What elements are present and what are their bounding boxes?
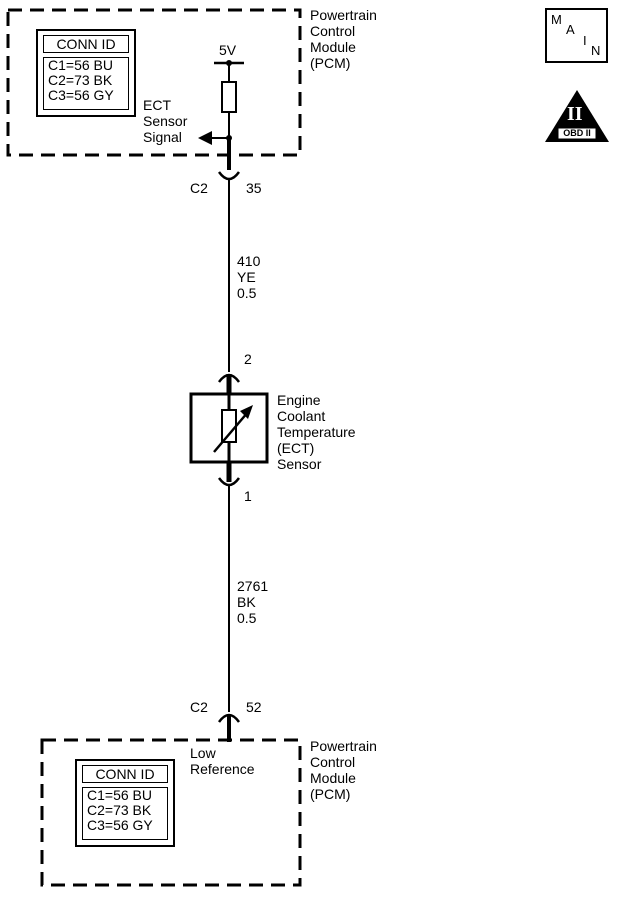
pcm-bottom-title-line1: Powertrain (310, 738, 377, 754)
low-reference-line1: Low (190, 745, 216, 761)
connector-bottom-name: C2 (190, 699, 208, 715)
wire-top-circuit: 410 (237, 253, 261, 269)
main-badge-frame (545, 8, 608, 63)
pcm-top-conn-c2: C2=73 BK (48, 72, 113, 88)
wire-bottom-size: 0.5 (237, 610, 257, 626)
pcm-bottom-conn-c1: C1=56 BU (87, 787, 152, 803)
pcm-top-title-line4: (PCM) (310, 55, 351, 71)
low-reference-line2: Reference (190, 761, 255, 777)
sensor-label-line5: Sensor (277, 456, 322, 472)
sensor-label-line3: Temperature (277, 424, 356, 440)
pull-up-resistor (221, 81, 237, 113)
sensor-label-line1: Engine (277, 392, 321, 408)
pcm-top-title-line1: Powertrain (310, 7, 377, 23)
main-letter-m: M (551, 12, 562, 27)
ect-signal-label: ECT Sensor Signal (143, 97, 187, 145)
pcm-bottom-title: Powertrain Control Module (PCM) (310, 738, 377, 802)
pcm-bottom-conn-id-header: CONN ID (82, 765, 168, 783)
ect-signal-line1: ECT (143, 97, 171, 113)
pcm-top-conn-id-list: C1=56 BU C2=73 BK C3=56 GY (43, 57, 129, 110)
pcm-bottom-boundary (40, 738, 302, 887)
pcm-top-title-line2: Control (310, 23, 356, 39)
pcm-bottom-title-line3: Module (310, 770, 356, 786)
main-letter-i: I (583, 33, 587, 48)
wire-top-color: YE (237, 269, 256, 285)
pcm-top-boundary (6, 8, 302, 157)
wire-top-size: 0.5 (237, 285, 257, 301)
main-letter-a: A (566, 22, 575, 37)
signal-arrow (198, 131, 212, 145)
sensor-label-line4: (ECT) (277, 440, 315, 456)
pcm-bottom-conn-id-list: C1=56 BU C2=73 BK C3=56 GY (82, 787, 168, 840)
pcm-bottom-title-line2: Control (310, 754, 356, 770)
wire-bottom-label: 2761 BK 0.5 (237, 578, 268, 626)
connector-bottom-pin: 52 (246, 699, 262, 715)
pcm-top-title-line3: Module (310, 39, 356, 55)
sensor-pin-bottom: 1 (244, 488, 252, 504)
connector-top-pin: 35 (246, 180, 262, 196)
pcm-bottom-conn-c2: C2=73 BK (87, 802, 152, 818)
pcm-top-conn-id-header: CONN ID (43, 35, 129, 53)
ect-signal-line2: Sensor (143, 113, 188, 129)
low-reference-label: Low Reference (190, 745, 255, 777)
pcm-bottom-conn-c3: C3=56 GY (87, 817, 153, 833)
wire-bottom-circuit: 2761 (237, 578, 269, 594)
wire-bottom-color: BK (237, 594, 256, 610)
wire-top-label: 410 YE 0.5 (237, 253, 260, 301)
ect-signal-line3: Signal (143, 129, 182, 145)
pcm-top-conn-id-box: CONN ID C1=56 BU C2=73 BK C3=56 GY (36, 29, 136, 117)
sensor-label: Engine Coolant Temperature (ECT) Sensor (277, 392, 356, 472)
pcm-top-conn-c3: C3=56 GY (48, 87, 114, 103)
variable-arrow (240, 405, 253, 419)
voltage-label: 5V (219, 42, 237, 58)
pcm-top-conn-c1: C1=56 BU (48, 57, 113, 73)
obd-text: OBD II (563, 128, 591, 138)
sensor-pin-top: 2 (244, 351, 252, 367)
connector-top-name: C2 (190, 180, 208, 196)
pcm-top-title: Powertrain Control Module (PCM) (310, 7, 377, 71)
pcm-bottom-conn-id-box: CONN ID C1=56 BU C2=73 BK C3=56 GY (75, 759, 175, 847)
thermistor-symbol (221, 409, 237, 443)
obd-numeral: II (567, 103, 583, 125)
connector-c2-35-symbol (217, 171, 241, 181)
sensor-pin-1-symbol (217, 477, 241, 487)
pcm-bottom-title-line4: (PCM) (310, 786, 351, 802)
main-letter-n: N (591, 43, 601, 58)
sensor-label-line2: Coolant (277, 408, 326, 424)
